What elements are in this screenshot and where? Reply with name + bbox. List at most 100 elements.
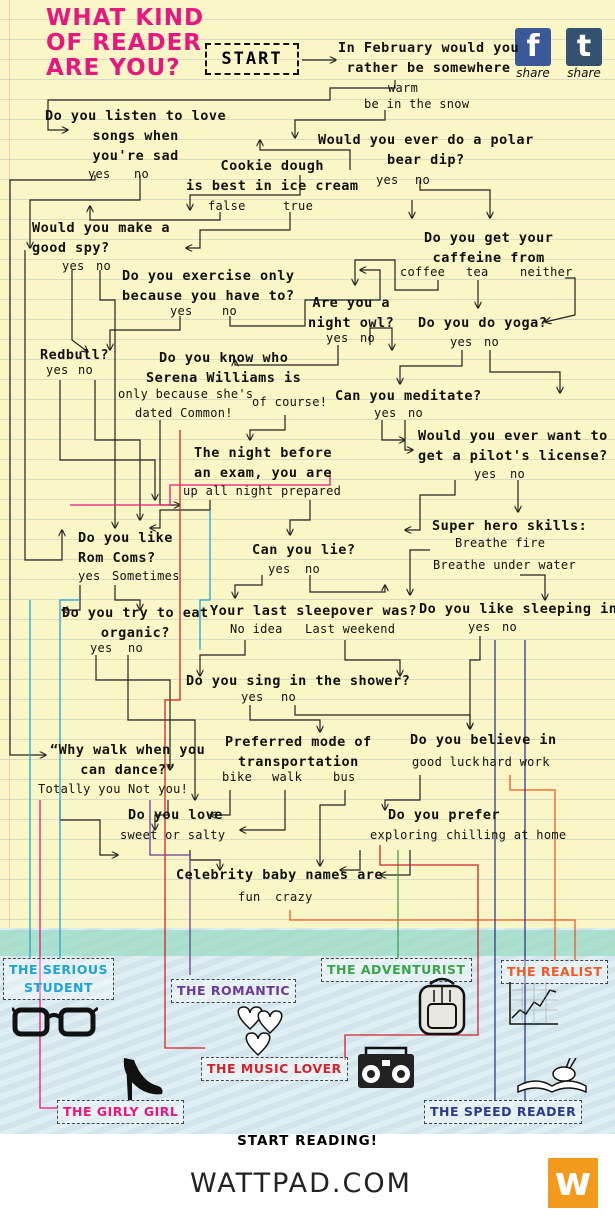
a-chilling: chilling at home (446, 827, 566, 843)
result-music-lover: THE MUSIC LOVER (201, 1057, 348, 1081)
high-heel-icon (118, 1052, 166, 1104)
page-title: WHAT KIND OF READER ARE YOU? (46, 6, 204, 81)
q-shower: Do you sing in the shower? (186, 671, 410, 691)
a-walk: walk (272, 769, 302, 785)
result-speed-reader: THE SPEED READER (424, 1100, 582, 1124)
candy-hearts-icon (232, 1005, 294, 1057)
q-prefer: Do you prefer (388, 805, 500, 825)
a-of-course: of course! (252, 394, 327, 410)
a-no: no (134, 166, 149, 182)
a-no: no (510, 466, 525, 482)
q-exercise: Do you exercise onlybecause you have to? (122, 266, 295, 306)
q-meditate: Can you meditate? (335, 386, 482, 406)
a-last-weekend: Last weekend (305, 621, 395, 637)
facebook-icon: f (515, 28, 551, 66)
a-yes: yes (88, 166, 111, 182)
a-yes: yes (90, 640, 113, 656)
a-snow: be in the snow (364, 96, 469, 112)
a-exploring: exploring (370, 827, 438, 843)
a-yes: yes (46, 362, 69, 378)
q-superhero: Super hero skills: (432, 516, 587, 536)
q-night-owl: Are you anight owl? (308, 293, 394, 333)
tumblr-share-button[interactable]: t share (563, 28, 605, 84)
a-bus: bus (333, 769, 356, 785)
a-warm: warm (388, 80, 418, 96)
q-yoga: Do you do yoga? (418, 313, 547, 333)
q-love: Do you love (128, 805, 223, 825)
start-box: START (205, 43, 299, 75)
a-neither: neither (520, 264, 573, 280)
a-crazy: crazy (275, 889, 313, 905)
start-reading-cta[interactable]: START READING! (0, 1133, 615, 1149)
result-romantic: THE ROMANTIC (171, 979, 296, 1003)
a-yes: yes (62, 258, 85, 274)
a-totally-you: Totally you (38, 781, 121, 797)
glasses-icon (12, 1002, 98, 1042)
a-yes: yes (474, 466, 497, 482)
a-breathe-fire: Breathe fire (455, 535, 545, 551)
a-no: no (281, 689, 296, 705)
a-fun: fun (238, 889, 261, 905)
q-luck: Do you believe in (410, 730, 557, 750)
wattpad-logo-icon[interactable]: w (548, 1158, 598, 1208)
a-no: no (415, 172, 430, 188)
a-good-luck: good luck (412, 754, 480, 770)
share-label: share (563, 66, 605, 80)
a-no: no (408, 405, 423, 421)
a-no: no (305, 561, 320, 577)
a-up-all-night: up all night (183, 483, 273, 499)
backpack-icon (414, 976, 470, 1038)
a-sweet-salty: sweet or salty (120, 827, 225, 843)
a-yes: yes (468, 619, 491, 635)
a-no: no (96, 258, 111, 274)
a-tea: tea (466, 264, 489, 280)
a-no: no (502, 619, 517, 635)
q-sleepover: Your last sleepover was? (210, 601, 417, 621)
a-yes: yes (376, 172, 399, 188)
a-hard-work: hard work (482, 754, 550, 770)
wattpad-site-link[interactable]: WATTPAD.COM (190, 1168, 400, 1199)
q-sleeping-in: Do you like sleeping in? (419, 599, 615, 619)
a-true: true (283, 198, 313, 214)
q-lie: Can you lie? (252, 540, 356, 560)
a-breathe-water: Breathe under water (433, 557, 576, 573)
a-no-idea: No idea (230, 621, 283, 637)
a-coffee: coffee (400, 264, 445, 280)
a-no: no (128, 640, 143, 656)
a-yes: yes (241, 689, 264, 705)
tumblr-icon: t (566, 28, 602, 66)
a-bike: bike (222, 769, 252, 785)
a-because-common: only because she's (118, 386, 253, 402)
a-yes: yes (268, 561, 291, 577)
a-dated-common: dated Common! (135, 405, 233, 421)
a-sometimes: Sometimes (112, 568, 180, 584)
a-yes: yes (374, 405, 397, 421)
rising-chart-icon (506, 980, 560, 1028)
book-bunny-icon (516, 1058, 588, 1096)
a-no: no (78, 362, 93, 378)
a-no: no (484, 334, 499, 350)
a-yes: yes (78, 568, 101, 584)
boombox-icon (356, 1044, 416, 1090)
a-no: no (360, 330, 375, 346)
a-yes: yes (450, 334, 473, 350)
a-yes: yes (170, 303, 193, 319)
a-yes: yes (326, 330, 349, 346)
a-false: false (208, 198, 246, 214)
a-prepared: prepared (281, 483, 341, 499)
a-no: no (222, 303, 237, 319)
q-baby-names: Celebrity baby names are (176, 865, 383, 885)
a-not-you: Not you! (128, 781, 188, 797)
